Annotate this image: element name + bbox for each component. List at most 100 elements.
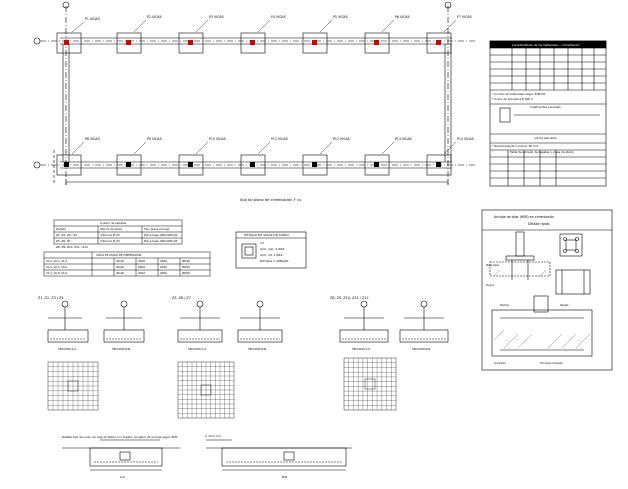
schedule-cell: Z1, Z2, Z3 / Z4 [56,233,77,237]
specs-note-1: * Control de materiales según EHE-08 [492,92,545,96]
beam-cell: 2Ø16 [160,270,167,275]
group-label: Z5, Z6 / Z7 [172,296,191,300]
column-label: P6 VIGAS [395,15,410,19]
footings-bottom-row [56,154,452,176]
anchor-detail-hatch [493,269,591,349]
bottom-detail-left [62,439,180,471]
group-1-elevations [47,300,145,343]
detail-label: Armadura [494,362,506,365]
detail-label: Hormigón limpieza [540,362,563,365]
specs-footer-2: * Recubrimiento nominal: 50 mm [492,144,539,148]
bottom-right-dim: b (m) b (m) [205,434,221,438]
column-label: P11 VIGAS [271,137,288,141]
beam-section-line: Arm. inf. 2 Ø16 [260,252,283,257]
group-3-elevations [339,300,449,343]
beam-section-title: DETALLE DE VIGAS DE ATADO [244,233,289,237]
beam-section-text: DETALLE DE VIGAS DE ATADO C1 Arm. sup. 2… [244,233,289,263]
column-label: P3 VIGAS [209,15,224,19]
beam-cell: VA-1, VA-2, VA-3 [46,259,67,263]
schedule-title: Cuadro de zapatas [100,221,127,225]
beam-section-box [235,231,307,269]
group-label: Z1, Z2, Z3 / Z4 [38,296,64,300]
specs-note-2: * Acero de armadura B 500 S [492,97,533,101]
beam-cell: 2Ø16 [138,258,145,263]
group-label: Z8, Z9, Z10, Z11 / Z12 [330,296,369,300]
column-label: P14 VIGAS [457,137,474,141]
specs-footer-1: norma aplicable [534,136,557,140]
column-label: P8 VIGAS [85,137,100,141]
detail-title: Anclaje de pilar (HEB) en cimentación [494,215,554,219]
schedule-cell: Z8, Z9, Z10, Z11 / Z12 [56,245,88,249]
specs-table-text: Características de los materiales — Cime… [492,43,580,154]
plan-caption: Sub tol plano de cimentación F cu [240,198,301,202]
column-label: P2 VIGAS [147,15,162,19]
bottom-left-label: A-A [120,475,126,479]
schedule-cell: Z5, Z6, Z7 [56,239,71,243]
beam-cell: VA-4, VA-5, VA-6 [46,265,67,269]
schedule-header: Pernos de placa [100,227,122,231]
detail-label: Zapata [560,304,569,307]
bottom-detail-right [206,439,352,471]
rebar-grid-lines [48,358,396,418]
specs-table [489,40,607,187]
anchor-detail-box [481,209,613,371]
leaders-bottom [71,141,457,155]
schedule-header: Tipo placa anclaje [143,227,169,231]
schedule-cell: 4 Pernos Ø 20 [100,238,120,243]
schedule-header: Zapata [56,227,66,231]
group-2-elevations [177,300,283,343]
bottom-right-label: B-B [282,475,287,479]
specs-subtitle: Coeficientes parciales [530,105,561,109]
beam-cell: Ø8/20 [182,258,190,263]
elevation-label: SECCIÓN B-B [248,346,266,351]
beam-title: VIGAS DE ATADO DE CIMENTACIÓN [96,252,141,257]
column-markers-top [64,40,441,45]
leaders-top [71,19,457,33]
column-markers-bottom [64,162,441,167]
elevation-label: SECCIÓN B-B [112,346,130,351]
column-label: P5 VIGAS [333,15,348,19]
beam-table-text: VIGAS DE ATADO DE CIMENTACIÓN VA-1, VA-2… [46,252,190,275]
beam-cell: 2Ø16 [160,264,167,269]
beam-cell: 2Ø16 [138,270,145,275]
beam-cell: 2Ø16 [138,264,145,269]
beam-cell: 40x40 [116,271,124,275]
foundation-plan [33,1,475,185]
detail-label: Mortero [500,304,510,307]
specs-title: Características de los materiales — Cime… [512,43,580,47]
beam-section-line: C1 [260,241,264,245]
schedule-table [53,219,183,245]
column-label: P4 VIGAS [271,15,286,19]
column-label: P9 VIGAS [147,137,162,141]
beam-cell: Ø8/20 [182,264,190,269]
schedule-cell: Placa base 400x400x20 [144,233,178,237]
beam-cell: 2Ø16 [160,258,167,263]
beam-table [43,251,211,277]
elevation-label: SECCIÓN A-A [352,346,370,351]
detail-label: Pernos [486,284,495,287]
elevation-label: SECCIÓN A-A [58,346,76,351]
schedule-cell: Placa base 400x400x20 [144,239,178,243]
column-label: P7 VIGAS [457,15,472,19]
elevation-label: SECCIÓN A-A [188,346,206,351]
beam-cell: 40x40 [116,259,124,263]
column-labels-bottom: P8 VIGAS P9 VIGAS P10 VIGAS P11 VIGAS P1… [85,137,474,141]
column-labels-top: P1 VIGAS P2 VIGAS P3 VIGAS P4 VIGAS P5 V… [85,15,472,21]
footings-top-row [56,32,452,54]
beam-cell: 40x40 [116,265,124,269]
elevation-label: SECCIÓN B-B [412,346,430,351]
anchor-detail-text: Anclaje de pilar (HEB) en cimentación De… [486,215,569,365]
detail-label: Placa base [486,264,499,267]
detail-subtitle: Detalle rígido [528,222,549,226]
beam-cell: VA-7, VA-8, VA-9 [46,271,67,275]
beam-section-line: Estribos 1 cØ8a/20 [260,258,288,263]
column-label: P13 VIGAS [395,137,412,141]
column-label: P10 VIGAS [209,137,226,141]
column-label: P12 VIGAS [333,137,350,141]
beam-section-line: Arm. sup. 2 Ø16 [260,246,284,251]
footing-plan-3 [343,357,397,411]
bottom-note: Detalle tipo de unión de viga de atado c… [62,435,177,439]
specs-table-title: Tabla de armado de zapatas y vigas de at… [509,150,574,154]
beam-cell: Ø8/20 [182,270,190,275]
